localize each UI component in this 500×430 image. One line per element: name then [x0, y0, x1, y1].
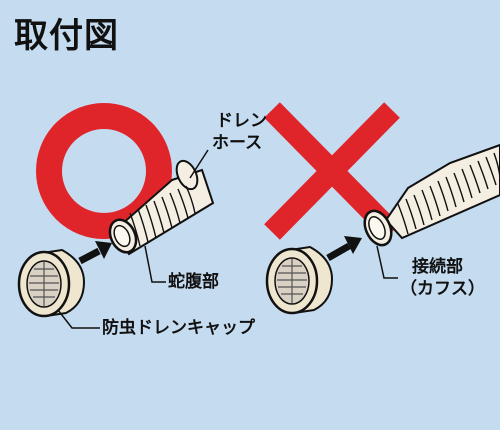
correct-mark-circle — [36, 103, 172, 239]
drain-hose-left — [108, 159, 215, 256]
label-insect-cap: 防虫ドレンキャップ — [102, 318, 255, 338]
leader-connection — [376, 245, 398, 279]
page-title: 取付図 — [14, 16, 119, 56]
insect-cap-right — [265, 245, 334, 315]
insect-cap-left — [17, 248, 86, 318]
label-connection-line2: （カフス） — [400, 279, 485, 299]
label-bellows: 蛇腹部 — [168, 272, 219, 292]
arrow-left — [78, 241, 112, 265]
drain-hose-right — [363, 143, 500, 247]
leader-drain-hose — [189, 149, 209, 179]
label-connection: 接続部 （カフス） — [400, 256, 485, 300]
leader-bellows — [144, 245, 166, 283]
label-drain-hose-line2: ホース — [212, 133, 263, 153]
leader-cap — [57, 309, 100, 329]
label-drain-hose: ドレン ホース — [212, 110, 267, 154]
label-drain-hose-line1: ドレン — [216, 111, 267, 131]
label-connection-line1: 接続部 — [412, 257, 463, 277]
arrow-right — [326, 236, 362, 262]
